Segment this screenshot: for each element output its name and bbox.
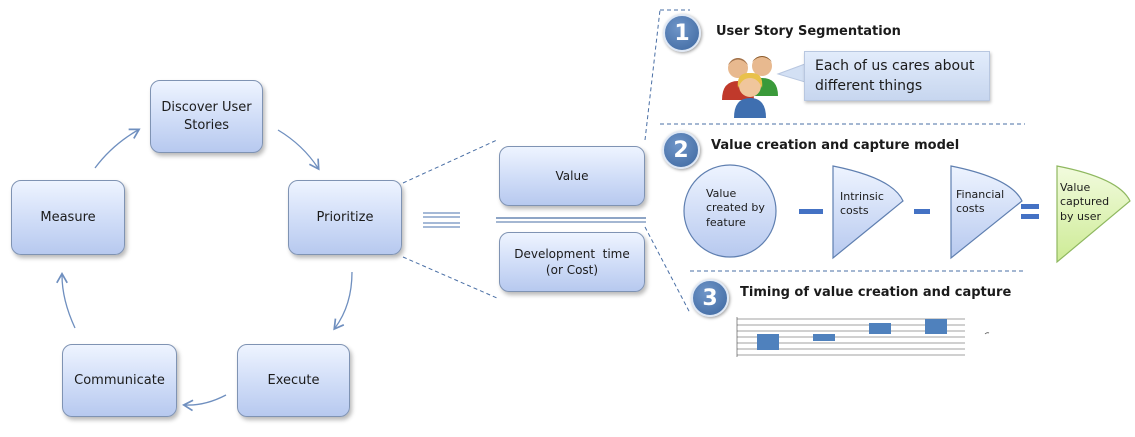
equals-bar-top (1021, 204, 1039, 209)
equals-sign (423, 212, 460, 228)
development-time-box: Development time (or Cost) (499, 232, 645, 292)
arrow-execute-to-communicate (182, 394, 227, 412)
section-1-title: User Story Segmentation (716, 24, 901, 39)
value-captured-wedge (1056, 165, 1131, 264)
timing-bar-4 (925, 319, 947, 334)
timing-mini-chart (736, 317, 990, 357)
discover-user-stories-box: Discover User Stories (150, 80, 263, 153)
financial-costs-label: Financial costs (956, 188, 1005, 216)
prioritize-box: Prioritize (288, 180, 402, 255)
communicate-box: Communicate (62, 344, 177, 417)
value-captured-label: Value captured by user (1060, 181, 1110, 223)
value-model-shapes (683, 164, 1131, 264)
minus-sign-1 (799, 209, 823, 214)
section-2-number-badge: 2 (662, 131, 700, 169)
execute-label: Execute (267, 372, 320, 388)
minus-sign-2 (914, 209, 930, 214)
arrow-prioritize-to-execute (333, 271, 353, 331)
timing-bar-1 (757, 334, 779, 350)
financial-costs-wedge (950, 165, 1023, 260)
discover-user-stories-label: Discover User Stories (161, 99, 252, 133)
section-1-number-badge: 1 (663, 14, 701, 52)
arrow-discover-to-prioritize (277, 129, 320, 171)
value-created-label: Value created by feature (706, 187, 765, 229)
section-2-title: Value creation and capture model (711, 138, 960, 153)
callout-pointer (776, 63, 806, 83)
timing-bar-2 (813, 334, 835, 341)
development-time-label: Development time (or Cost) (514, 246, 634, 277)
equals-bar-bottom (1021, 214, 1039, 219)
value-label: Value (555, 168, 589, 183)
communicate-label: Communicate (74, 372, 165, 388)
measure-box: Measure (11, 180, 125, 255)
intrinsic-costs-label: Intrinsic costs (840, 190, 884, 218)
value-box: Value (499, 146, 645, 206)
prioritize-label: Prioritize (316, 209, 374, 225)
segmentation-callout: Each of us cares about different things (804, 51, 990, 101)
measure-label: Measure (40, 209, 96, 225)
execute-box: Execute (237, 344, 350, 417)
section-3-number-badge: 3 (691, 279, 729, 317)
timing-bar-3 (869, 323, 891, 334)
intrinsic-costs-wedge (832, 165, 904, 260)
arrow-communicate-to-measure (56, 271, 76, 329)
arrow-measure-to-discover (94, 128, 141, 169)
section-3-title: Timing of value creation and capture (740, 285, 1012, 300)
users-group-icon (722, 56, 778, 118)
value-created-circle (683, 164, 777, 258)
